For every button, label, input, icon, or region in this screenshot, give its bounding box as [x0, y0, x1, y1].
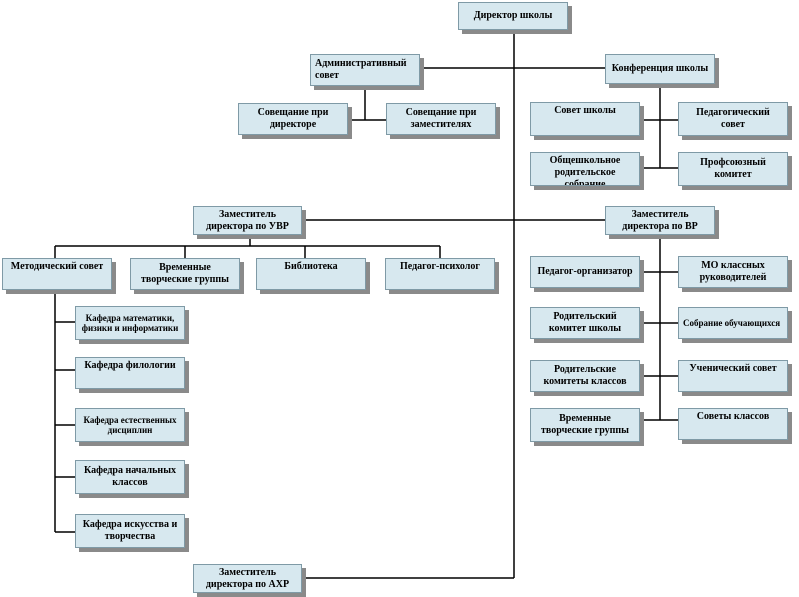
dept-primary-label: Кафедра начальных классов	[83, 465, 177, 488]
students-assembly-box: Собрание обучающихся	[678, 307, 788, 339]
psychologist-label: Педагог-психолог	[400, 261, 480, 272]
creative-groups-vr-box: Временные творческие группы	[530, 408, 640, 442]
psychologist-box: Педагог-психолог	[385, 258, 495, 290]
creative-groups-vr-label: Временные творческие группы	[541, 413, 629, 436]
parent-committee-school-label: Родительский комитет школы	[548, 311, 622, 334]
deputy-ahr-box: Заместитель директора по АХР	[193, 564, 302, 593]
dept-science-box: Кафедра естественных дисциплин	[75, 408, 185, 442]
school-council-box: Совет школы	[530, 102, 640, 136]
admin-council-label: Административный совет	[315, 58, 407, 81]
dept-philology-box: Кафедра филологии	[75, 357, 185, 389]
method-council-box: Методический совет	[2, 258, 112, 290]
deputy-ahr-label: Заместитель директора по АХР	[205, 566, 290, 590]
parent-assembly-box: Общешкольное родительское собрание	[530, 152, 640, 186]
deputy-uvr-label: Заместитель директора по УВР	[206, 208, 289, 232]
meeting-director-label: Совещание при директоре	[257, 107, 329, 130]
pedagogical-council-box: Педагогический совет	[678, 102, 788, 136]
mo-class-label: МО классных руководителей	[699, 260, 767, 283]
director-box: Директор школы	[458, 2, 568, 30]
parent-assembly-label: Общешкольное родительское собрание	[549, 155, 621, 186]
parent-committee-school-box: Родительский комитет школы	[530, 307, 640, 339]
parent-committees-classes-label: Родительские комитеты классов	[543, 364, 627, 387]
dept-science-label: Кафедра естественных дисциплин	[83, 415, 177, 435]
organizer-box: Педагог-организатор	[530, 256, 640, 288]
school-council-label: Совет школы	[554, 105, 616, 116]
admin-council-box: Административный совет	[310, 54, 420, 86]
trade-union-label: Профсоюзный комитет	[700, 157, 766, 180]
dept-math-box: Кафедра математики, физики и информатики	[75, 306, 185, 340]
creative-groups-uvr-label: Временные творческие группы	[141, 262, 229, 285]
trade-union-box: Профсоюзный комитет	[678, 152, 788, 186]
meeting-deputies-box: Совещание при заместителях	[386, 103, 496, 135]
organizer-label: Педагог-организатор	[537, 266, 633, 277]
library-box: Библиотека	[256, 258, 366, 290]
dept-art-label: Кафедра искусства и творчества	[82, 519, 178, 542]
mo-class-box: МО классных руководителей	[678, 256, 788, 288]
deputy-uvr-box: Заместитель директора по УВР	[193, 206, 302, 235]
students-assembly-label: Собрание обучающихся	[683, 318, 781, 328]
conference-label: Конференция школы	[611, 63, 709, 74]
deputy-vr-label: Заместитель директора по ВР	[622, 208, 698, 232]
method-council-label: Методический совет	[10, 261, 104, 272]
dept-primary-box: Кафедра начальных классов	[75, 460, 185, 494]
dept-math-label: Кафедра математики, физики и информатики	[81, 313, 179, 333]
pedagogical-council-label: Педагогический совет	[696, 107, 770, 130]
meeting-deputies-label: Совещание при заместителях	[405, 107, 477, 130]
student-council-label: Ученический совет	[689, 363, 777, 374]
class-councils-label: Советы классов	[696, 411, 770, 422]
class-councils-box: Советы классов	[678, 408, 788, 440]
director-label: Директор школы	[473, 10, 553, 21]
student-council-box: Ученический совет	[678, 360, 788, 392]
creative-groups-uvr-box: Временные творческие группы	[130, 258, 240, 290]
deputy-vr-box: Заместитель директора по ВР	[605, 206, 715, 235]
dept-philology-label: Кафедра филологии	[84, 360, 176, 371]
conference-box: Конференция школы	[605, 54, 715, 84]
meeting-director-box: Совещание при директоре	[238, 103, 348, 135]
parent-committees-classes-box: Родительские комитеты классов	[530, 360, 640, 392]
library-label: Библиотека	[284, 261, 338, 272]
dept-art-box: Кафедра искусства и творчества	[75, 514, 185, 548]
